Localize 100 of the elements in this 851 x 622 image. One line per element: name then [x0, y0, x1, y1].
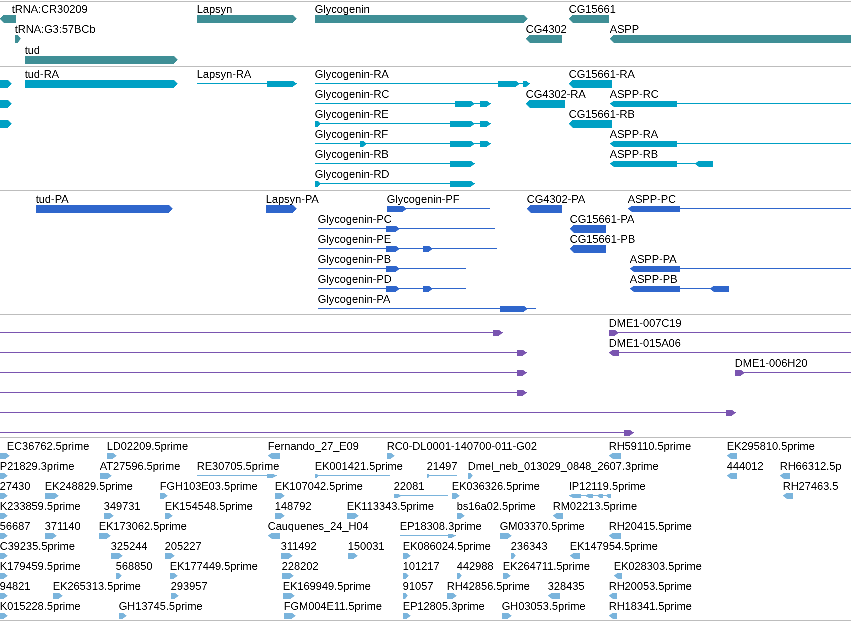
feature-label: 349731	[104, 501, 141, 513]
feature-label: 56687	[0, 521, 31, 533]
feature-label: RH20415.5prime	[609, 521, 692, 533]
feature-label: 91057	[403, 581, 434, 593]
alignment-glyph	[0, 349, 527, 357]
feature-label: tRNA:CR30209	[12, 4, 88, 16]
feature-label: K015228.5prime	[0, 601, 81, 613]
feature-label: EK036326.5prime	[452, 481, 540, 493]
feature-label: Glycogenin-RB	[315, 149, 389, 161]
feature-label: tud-RA	[25, 69, 60, 81]
feature-label: AT27596.5prime	[100, 461, 181, 473]
feature-label: Glycogenin-PD	[318, 274, 392, 286]
transcript-glyph	[0, 120, 12, 128]
feature-label: ASPP-PB	[630, 274, 678, 286]
feature-label: GH03053.5prime	[502, 601, 586, 613]
alignment-glyph	[0, 409, 736, 417]
feature-label: DME1-015A06	[609, 338, 682, 350]
alignment-glyph	[0, 389, 527, 397]
feature-label: Dmel_neb_013029_0848_2607.3prime	[468, 461, 659, 473]
transcript-glyph	[0, 80, 12, 88]
feature-label: Glycogenin-PC	[318, 214, 392, 226]
feature-label: 205227	[165, 541, 202, 553]
alignment-glyph	[0, 369, 527, 377]
feature-label: Lapsyn	[197, 4, 232, 16]
feature-label: Cauquenes_24_H04	[268, 521, 369, 533]
feature-label: RH27463.5	[783, 481, 839, 493]
feature-label: 27430	[0, 481, 31, 493]
feature-label: EK173062.5prime	[99, 521, 188, 533]
feature-label: CG15661-PB	[570, 234, 636, 246]
feature-label: ASPP-RA	[610, 129, 658, 141]
feature-label: bs16a02.5prime	[457, 501, 536, 513]
feature-label: 228202	[282, 561, 319, 573]
feature-label: EK264711.5prime	[503, 561, 590, 573]
feature-label: 22081	[394, 481, 425, 493]
feature-label: CG15661-PA	[570, 214, 635, 226]
feature-label: RH59110.5prime	[609, 441, 692, 453]
feature-label: 371140	[45, 521, 81, 533]
feature-label: Glycogenin-PF	[387, 194, 460, 206]
feature-label: Lapsyn-RA	[197, 69, 252, 81]
feature-label: Glycogenin-RD	[315, 169, 390, 181]
feature-label: GH13745.5prime	[119, 601, 203, 613]
feature-label: EK295810.5prime	[727, 441, 816, 453]
feature-label: DME1-006H20	[735, 358, 808, 370]
feature-label: CG4302-RA	[526, 89, 586, 101]
feature-label: CG15661-RA	[569, 69, 636, 81]
feature-label: EK154548.5prime	[165, 501, 254, 513]
feature-label: tud	[25, 45, 40, 57]
alignment-glyph	[0, 429, 634, 437]
feature-label: CG15661	[569, 4, 616, 16]
feature-label: EP18308.3prime	[400, 521, 482, 533]
feature-label: K179459.5prime	[0, 561, 81, 573]
feature-label: EP12805.3prime	[403, 601, 485, 613]
feature-label: RE30705.5prime	[197, 461, 280, 473]
feature-label: 236343	[511, 541, 548, 553]
feature-label: 293957	[171, 581, 208, 593]
feature-label: RH42856.5prime	[447, 581, 530, 593]
feature-label: Glycogenin-PE	[318, 234, 392, 246]
feature-label: Glycogenin-RA	[315, 69, 389, 81]
feature-label: FGH103E03.5prime	[160, 481, 258, 493]
feature-label: C39235.5prime	[0, 541, 76, 553]
feature-label: 444012	[727, 461, 764, 473]
feature-label: Glycogenin-RE	[315, 109, 389, 121]
feature-label: 150031	[348, 541, 385, 553]
feature-label: Glycogenin-PB	[318, 254, 392, 266]
transcript-glyph	[0, 100, 12, 108]
feature-label: EK028303.5prime	[614, 561, 702, 573]
alignment-glyph	[0, 329, 503, 337]
feature-label: Glycogenin	[315, 4, 370, 16]
feature-label: RH66312.5p	[780, 461, 842, 473]
feature-label: ASPP	[610, 24, 640, 36]
feature-label: K233859.5prime	[0, 501, 81, 513]
feature-label: tRNA:G3:57BCb	[15, 24, 96, 36]
feature-label: EK265313.5prime	[53, 581, 142, 593]
feature-label: EK113343.5prime	[347, 501, 434, 513]
feature-label: 328435	[548, 581, 585, 593]
feature-label: 21497	[427, 461, 458, 473]
feature-label: EK169949.5prime	[283, 581, 372, 593]
feature-label: 148792	[275, 501, 312, 513]
feature-label: Lapsyn-PA	[266, 194, 319, 206]
feature-label: EK177449.5prime	[170, 561, 258, 573]
feature-label: P21829.3prime	[0, 461, 75, 473]
feature-label: 101217	[403, 561, 440, 573]
feature-label: CG15661-RB	[569, 109, 636, 121]
feature-label: Glycogenin-RF	[315, 129, 388, 141]
feature-label: DME1-007C19	[609, 318, 682, 330]
feature-label: 442988	[457, 561, 494, 573]
feature-label: EC36762.5prime	[7, 441, 90, 453]
feature-label: EK086024.5prime	[403, 541, 492, 553]
feature-label: Fernando_27_E09	[268, 441, 360, 453]
feature-label: EK107042.5prime	[275, 481, 364, 493]
feature-label: CG4302	[526, 24, 567, 36]
feature-label: 311492	[281, 541, 317, 553]
feature-label: RC0-DL0001-140700-011-G02	[387, 441, 538, 453]
feature-label: Glycogenin-RC	[315, 89, 390, 101]
feature-label: EK248829.5prime	[45, 481, 134, 493]
feature-label: RH18341.5prime	[609, 601, 692, 613]
feature-label: CG4302-PA	[527, 194, 586, 206]
feature-label: GM03370.5prime	[500, 521, 585, 533]
feature-label: 325244	[111, 541, 148, 553]
feature-label: FGM004E11.5prime	[284, 601, 382, 613]
